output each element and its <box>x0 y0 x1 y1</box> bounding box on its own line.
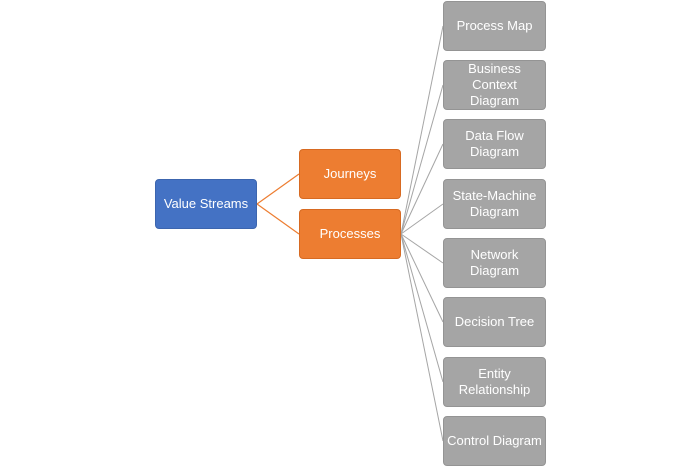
connector-root-processes <box>256 203 300 235</box>
network-diagram-node: Network Diagram <box>443 238 546 288</box>
connector-processes-leaf-1 <box>400 25 444 235</box>
connector-processes-leaf-5 <box>400 233 444 264</box>
decision-tree-node: Decision Tree <box>443 297 546 347</box>
connector-processes-leaf-6 <box>400 233 444 323</box>
connector-processes-leaf-7 <box>400 233 444 383</box>
value-streams-node: Value Streams <box>155 179 257 229</box>
data-flow-node: Data Flow Diagram <box>443 119 546 169</box>
process-map-node: Process Map <box>443 1 546 51</box>
state-machine-node: State-Machine Diagram <box>443 179 546 229</box>
connector-processes-leaf-2 <box>400 84 444 235</box>
journeys-node: Journeys <box>299 149 401 199</box>
connector-processes-leaf-4 <box>400 203 444 235</box>
control-diagram-node: Control Diagram <box>443 416 546 466</box>
entity-relationship-node: Entity Relationship <box>443 357 546 407</box>
connector-processes-leaf-8 <box>400 233 444 442</box>
processes-node: Processes <box>299 209 401 259</box>
connector-root-journeys <box>256 173 300 205</box>
business-context-node: Business Context Diagram <box>443 60 546 110</box>
connector-processes-leaf-3 <box>400 143 444 235</box>
